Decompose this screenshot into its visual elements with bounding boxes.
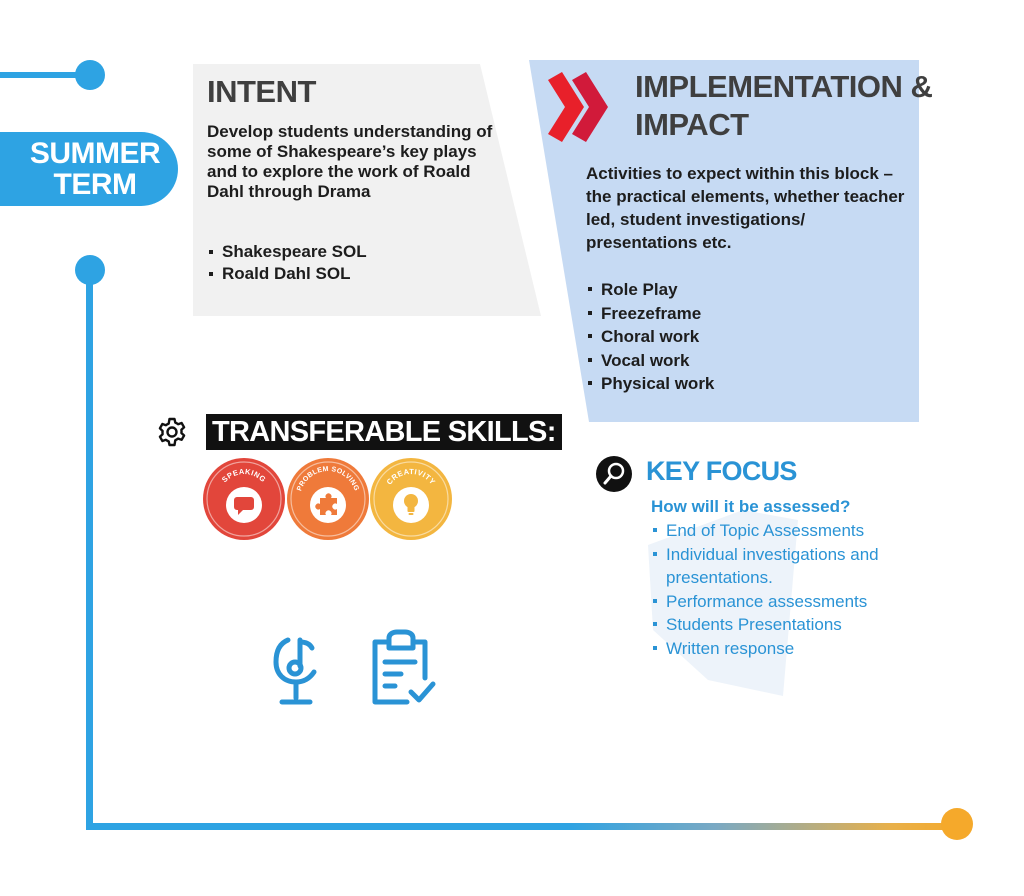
badge-speaking-label: SPEAKING	[220, 467, 267, 484]
intent-item: Shakespeare SOL	[207, 241, 367, 263]
implementation-description: Activities to expect within this block –…	[586, 164, 905, 252]
term-label: SUMMER TERM	[0, 132, 178, 206]
implementation-item: Choral work	[586, 325, 714, 349]
clipboard-check-icon	[372, 629, 436, 705]
term-line-1: SUMMER	[29, 137, 161, 170]
timeline-dot-middle	[75, 255, 105, 285]
lightbulb-icon	[404, 494, 418, 515]
transferable-skills-title: TRANSFERABLE SKILLS:	[206, 414, 562, 450]
badge-creativity-label: CREATIVITY	[385, 467, 437, 487]
timeline-dot-end	[941, 808, 973, 840]
timeline-dot-top	[75, 60, 105, 90]
svg-text:CREATIVITY: CREATIVITY	[385, 467, 438, 487]
badge-speaking: SPEAKING	[203, 458, 285, 540]
chevron-icon	[548, 72, 608, 142]
intent-title: INTENT	[207, 74, 316, 109]
implementation-item: Freezeframe	[586, 302, 714, 326]
puzzle-icon	[315, 493, 337, 515]
term-line-2: TERM	[53, 168, 138, 201]
key-focus-item: End of Topic Assessments	[651, 519, 931, 543]
svg-text:SPEAKING: SPEAKING	[220, 467, 268, 484]
intent-item: Roald Dahl SOL	[207, 263, 367, 285]
key-focus-title: KEY FOCUS	[646, 456, 797, 486]
key-focus-list: End of Topic Assessments Individual inve…	[651, 519, 931, 660]
key-focus-background-shape	[648, 510, 798, 696]
intent-description: Develop students understanding of some o…	[207, 122, 493, 201]
badge-creativity: CREATIVITY	[370, 458, 452, 540]
implementation-item: Physical work	[586, 372, 714, 396]
key-focus-item: Students Presentations	[651, 613, 931, 637]
magnifier-icon	[596, 456, 632, 492]
implementation-title-line-2: IMPACT	[635, 107, 749, 142]
key-focus-item: Individual investigations and presentati…	[651, 543, 931, 590]
timeline-top-line	[0, 72, 90, 78]
key-focus-item: Performance assessments	[651, 590, 931, 614]
implementation-list: Role Play Freezeframe Choral work Vocal …	[586, 278, 714, 396]
timeline-bottom-line	[86, 823, 961, 830]
gear-icon	[158, 417, 186, 447]
implementation-item: Vocal work	[586, 349, 714, 373]
implementation-item: Role Play	[586, 278, 714, 302]
intent-panel	[193, 64, 541, 316]
intent-list: Shakespeare SOL Roald Dahl SOL	[207, 241, 367, 285]
timeline-vertical-line	[86, 270, 93, 830]
microphone-music-icon	[273, 637, 317, 705]
key-focus-item: Written response	[651, 637, 931, 661]
implementation-title: IMPLEMENTATION & IMPACT	[635, 68, 933, 144]
speech-bubble-icon	[234, 497, 254, 515]
badge-problem-solving: PROBLEM SOLVING	[287, 458, 369, 540]
implementation-title-line-1: IMPLEMENTATION &	[635, 69, 933, 104]
key-focus-question: How will it be assessed?	[651, 497, 851, 516]
